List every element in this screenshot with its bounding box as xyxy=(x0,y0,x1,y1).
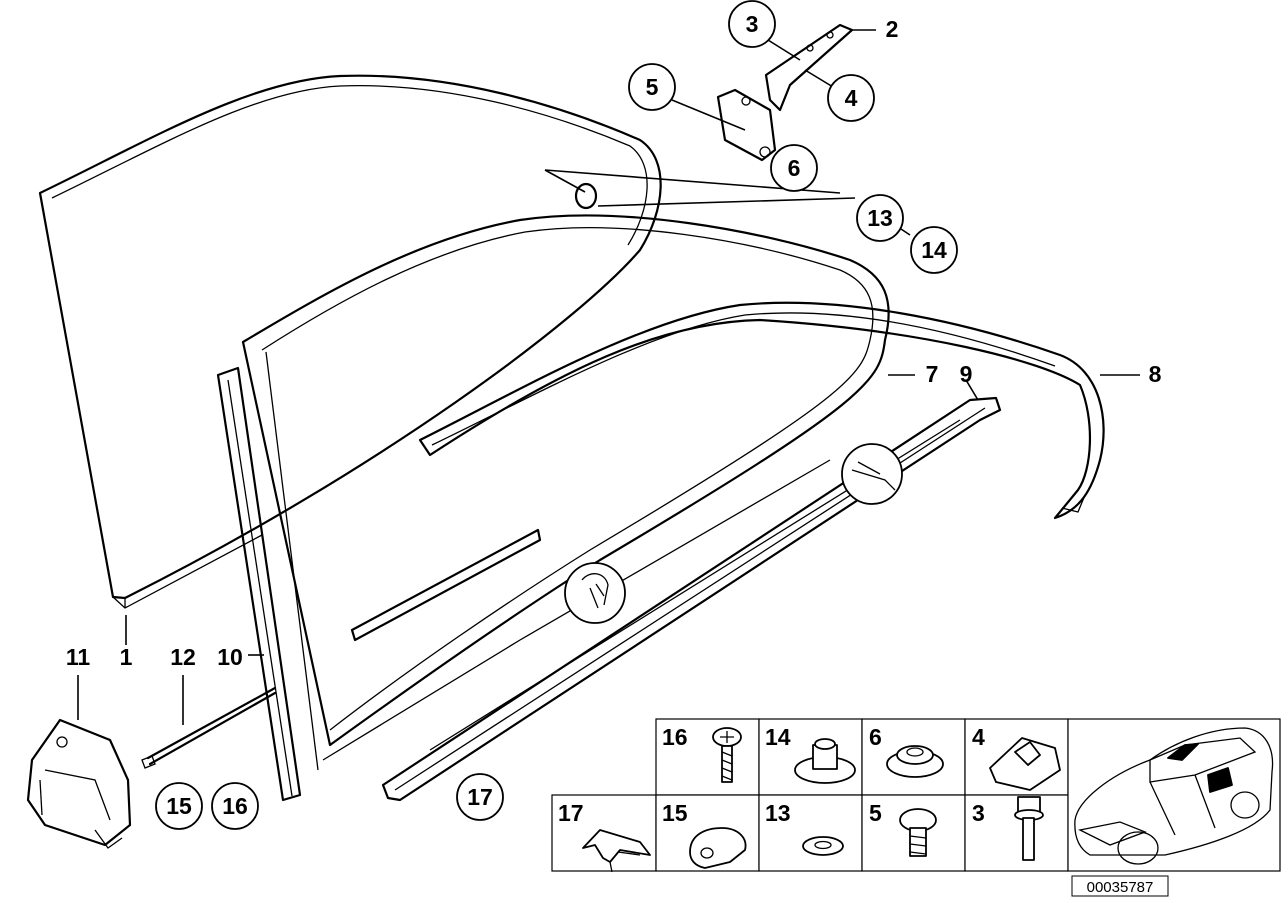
washer-part-13[interactable] xyxy=(802,836,844,856)
callout-6: 6 xyxy=(770,144,818,192)
callout-2: 2 xyxy=(886,16,899,42)
nut-part-14[interactable] xyxy=(794,738,856,784)
legend-label-6: 6 xyxy=(869,724,882,750)
legend-label-14: 14 xyxy=(765,724,791,750)
svg-text:16: 16 xyxy=(222,793,248,819)
clip-detail-magnifier-2 xyxy=(841,443,903,505)
side-window-glass[interactable] xyxy=(38,74,662,609)
svg-text:17: 17 xyxy=(467,784,493,810)
callout-15: 15 xyxy=(155,782,203,830)
hinge-body[interactable] xyxy=(716,88,777,162)
callout-13: 13 xyxy=(856,194,904,242)
callout-9: 9 xyxy=(960,361,973,387)
leader-lines xyxy=(77,29,1140,725)
reference-number: 00035787 xyxy=(1087,879,1154,896)
clip-nut-part-4[interactable] xyxy=(989,737,1061,791)
svg-text:6: 6 xyxy=(788,155,801,181)
callout-16: 16 xyxy=(211,782,259,830)
clip-detail-magnifier-1 xyxy=(564,562,626,624)
legend-label-15: 15 xyxy=(662,800,688,826)
callout-11: 11 xyxy=(66,644,91,670)
glass-channel-strip[interactable] xyxy=(350,528,542,642)
reference-number-box: 00035787 xyxy=(1071,875,1169,897)
parts-legend: 16 14 6 4 17 15 13 5 3 xyxy=(551,718,1281,872)
svg-text:4: 4 xyxy=(845,85,858,111)
legend-label-5: 5 xyxy=(869,800,882,826)
washer-part-6[interactable] xyxy=(886,745,944,778)
callout-5: 5 xyxy=(628,63,676,111)
callout-1: 1 xyxy=(120,644,133,670)
roof-seal[interactable] xyxy=(418,301,1105,520)
svg-text:3: 3 xyxy=(746,11,759,37)
svg-text:5: 5 xyxy=(646,74,659,100)
pipe-clamp-part-15[interactable] xyxy=(689,827,747,869)
clip-part-17[interactable] xyxy=(582,829,651,873)
callout-12: 12 xyxy=(170,644,196,670)
svg-text:13: 13 xyxy=(867,205,893,231)
control-module[interactable] xyxy=(26,718,132,849)
legend-label-4: 4 xyxy=(972,724,985,750)
callout-4: 4 xyxy=(827,74,875,122)
legend-label-17: 17 xyxy=(558,800,584,826)
svg-text:14: 14 xyxy=(921,237,947,263)
legend-label-16: 16 xyxy=(662,724,688,750)
callout-17: 17 xyxy=(456,773,504,821)
hinge-bracket[interactable] xyxy=(764,23,854,112)
legend-label-3: 3 xyxy=(972,800,985,826)
legend-label-13: 13 xyxy=(765,800,791,826)
window-frame-seal[interactable] xyxy=(241,214,890,771)
bolt-part-3[interactable] xyxy=(1014,796,1044,861)
guide-rod[interactable] xyxy=(141,686,277,769)
b-pillar-seal[interactable] xyxy=(216,366,302,802)
callout-8: 8 xyxy=(1149,361,1162,387)
callout-7: 7 xyxy=(926,361,939,387)
bolt-part-5[interactable] xyxy=(899,808,937,857)
screw-part-16[interactable] xyxy=(712,727,742,783)
car-thumbnail xyxy=(1074,727,1274,865)
callout-10: 10 xyxy=(217,644,243,670)
callout-14: 14 xyxy=(910,226,958,274)
grommet[interactable] xyxy=(574,182,598,210)
svg-text:15: 15 xyxy=(166,793,192,819)
callout-3: 3 xyxy=(728,0,776,48)
